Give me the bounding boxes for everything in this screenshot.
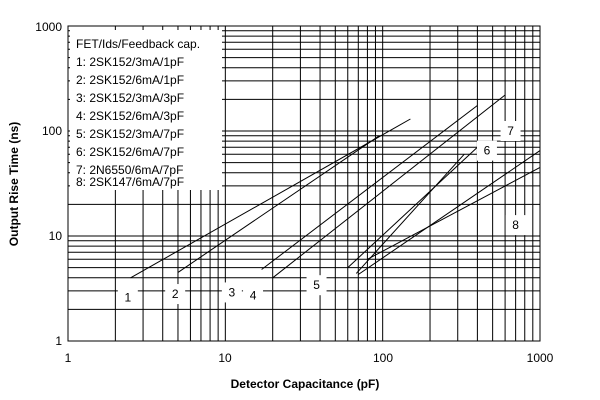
x-axis-ticks: 1 10 100 1000	[65, 351, 554, 365]
legend-entry-8: 8: 2SK147/6mA/7pF	[76, 175, 184, 189]
series-label-8: 8	[512, 218, 519, 232]
legend-entry-4: 4: 2SK152/6mA/3pF	[76, 109, 184, 123]
series-label-bg	[505, 215, 526, 236]
series-label-6: 6	[484, 144, 491, 158]
x-tick-label: 100	[373, 351, 393, 365]
y-tick-label: 1	[55, 334, 62, 348]
legend-entry-5: 5: 2SK152/3mA/7pF	[76, 127, 184, 141]
legend-entry-2: 2: 2SK152/6mA/1pF	[76, 73, 184, 87]
series-line-2	[177, 135, 380, 273]
legend: FET/Ids/Feedback cap. 1: 2SK152/3mA/1pF …	[70, 30, 222, 190]
series-label-bg	[221, 282, 242, 303]
series-label-bg	[306, 275, 327, 296]
legend-entry-7: 7: 2N6550/6mA/7pF	[76, 163, 183, 177]
y-tick-label: 100	[42, 124, 62, 138]
legend-background	[70, 30, 222, 190]
x-axis-title: Detector Capacitance (pF)	[231, 377, 380, 391]
y-tick-label: 1000	[35, 20, 62, 34]
x-tick-label: 10	[218, 351, 232, 365]
series-line-7	[358, 150, 541, 275]
series-line-3	[261, 105, 478, 270]
series-lines	[130, 94, 541, 279]
y-axis-title: Output Rise Time (ns)	[7, 122, 21, 246]
series-line-8	[367, 166, 541, 260]
y-axis-ticks: 1 10 100 1000	[35, 20, 62, 348]
legend-entry-3: 3: 2SK152/3mA/3pF	[76, 91, 184, 105]
series-label-5: 5	[313, 278, 320, 292]
series-line-6	[355, 153, 465, 274]
series-label-bg	[476, 140, 497, 161]
series-label-bg	[165, 284, 186, 305]
series-label-1: 1	[124, 290, 131, 304]
series-line-5	[347, 146, 478, 268]
series-line-1	[130, 118, 411, 279]
legend-title: FET/Ids/Feedback cap.	[76, 37, 200, 51]
series-line-4	[272, 94, 506, 279]
plot-frame	[67, 25, 541, 342]
x-tick-label: 1	[65, 351, 72, 365]
legend-entry-1: 1: 2SK152/3mA/1pF	[76, 55, 184, 69]
y-tick-label: 10	[49, 229, 63, 243]
series-label-3: 3	[229, 285, 236, 299]
legend-entry-6: 6: 2SK152/6mA/7pF	[76, 145, 184, 159]
series-label-bg	[500, 121, 521, 141]
series-label-7: 7	[507, 124, 514, 138]
series-label-bg	[117, 287, 138, 308]
series-label-4: 4	[250, 289, 257, 303]
series-label-bg	[243, 285, 264, 306]
series-label-2: 2	[172, 287, 179, 301]
x-tick-label: 1000	[527, 351, 554, 365]
